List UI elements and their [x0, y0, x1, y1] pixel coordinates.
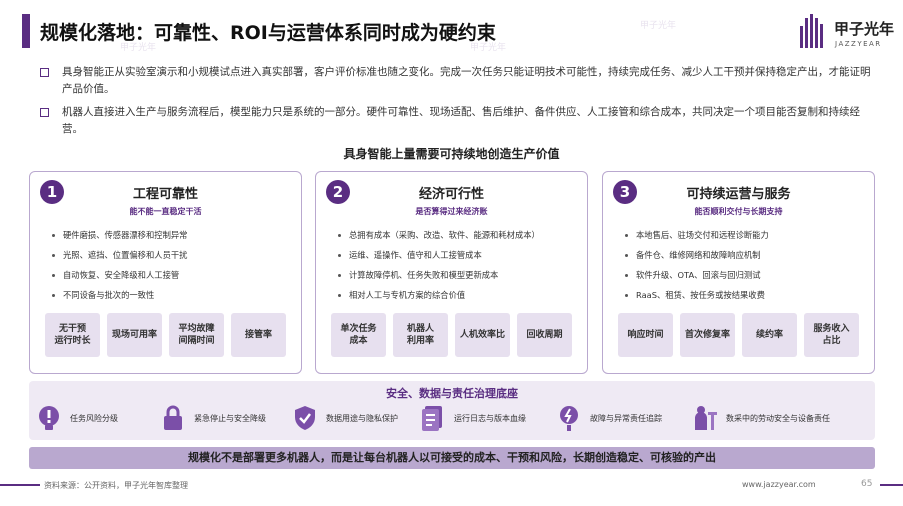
list-item: 总拥有成本（采购、改造、软件、能源和耗材成本）	[338, 230, 540, 241]
card-number-badge: 1	[40, 180, 64, 204]
fault-trace-icon	[560, 406, 578, 431]
card-item-list: 总拥有成本（采购、改造、软件、能源和耗材成本） 运维、遥操作、值守和人工接管成本…	[338, 230, 540, 310]
page-title: 规模化落地：可靠性、ROI与运营体系同时成为硬约束	[40, 22, 496, 44]
bullet-text: 具身智能正从实验室演示和小规模试点进入真实部署，客户评价标准也随之变化。完成一次…	[62, 66, 871, 95]
metric-tile: 接管率	[231, 313, 286, 357]
metric-tile: 续约率	[742, 313, 797, 357]
square-bullet-icon	[40, 108, 49, 117]
governance-label: 任务风险分级	[70, 414, 118, 423]
metric-tile: 服务收入占比	[804, 313, 859, 357]
brand-logo: 甲子光年 JAZZYEAR	[800, 12, 895, 56]
website-link[interactable]: www.jazzyear.com	[742, 480, 816, 489]
intro-bullets: 具身智能正从实验室演示和小规模试点进入真实部署，客户评价标准也随之变化。完成一次…	[40, 64, 880, 144]
metric-tile: 机器人利用率	[393, 313, 448, 357]
card-sustainable-operations: 3 可持续运营与服务 能否顺利交付与长期支持 本地售后、驻场交付和远程诊断能力 …	[602, 171, 875, 374]
list-item: 本地售后、驻场交付和远程诊断能力	[625, 230, 769, 241]
logo-name-en: JAZZYEAR	[835, 40, 882, 48]
conclusion-banner: 规模化不是部署更多机器人，而是让每台机器人以可接受的成本、干预和风险，长期创造稳…	[29, 447, 875, 469]
logo-name: 甲子光年	[834, 20, 895, 38]
metric-row: 响应时间 首次修复率 续约率 服务收入占比	[618, 313, 861, 357]
list-item: 不同设备与批次的一致性	[52, 290, 187, 301]
watermark: 甲子光年	[120, 43, 157, 53]
card-number-badge: 2	[326, 180, 350, 204]
shield-check-icon	[295, 406, 315, 430]
page-number: 65	[861, 479, 873, 489]
governance-label: 数据用途与隐私保护	[326, 414, 398, 423]
list-item: 相对人工与专机方案的综合价值	[338, 290, 540, 301]
metric-row: 无干预运行时长 现场可用率 平均故障间隔时间 接管率	[45, 313, 288, 357]
list-item: 备件仓、维修网络和故障响应机制	[625, 250, 769, 261]
metric-tile: 首次修复率	[680, 313, 735, 357]
governance-label: 运行日志与版本血缘	[454, 414, 526, 423]
governance-label: 故障与异常责任追踪	[590, 414, 662, 423]
watermark: 甲子光年	[470, 43, 507, 53]
card-economic-feasibility: 2 经济可行性 是否算得过来经济账 总拥有成本（采购、改造、软件、能源和耗材成本…	[315, 171, 588, 374]
card-subtitle: 是否算得过来经济账	[415, 207, 488, 216]
governance-title: 安全、数据与责任治理底座	[386, 387, 518, 400]
metric-tile: 回收周期	[517, 313, 572, 357]
metric-tile: 单次任务成本	[331, 313, 386, 357]
risk-bulb-icon	[39, 406, 59, 430]
card-item-list: 本地售后、驻场交付和远程诊断能力 备件仓、维修网络和故障响应机制 软件升级、OT…	[625, 230, 769, 310]
card-item-list: 硬件磨损、传感器漂移和控制异常 光照、遮挡、位置偏移和人员干扰 自动恢复、安全降…	[52, 230, 187, 310]
logo-bars-icon	[800, 14, 828, 48]
card-title: 可持续运营与服务	[686, 187, 791, 202]
list-item: 运维、遥操作、值守和人工接管成本	[338, 250, 540, 261]
card-subtitle: 能否顺利交付与长期支持	[694, 207, 783, 216]
section-subtitle: 具身智能上量需要可持续地创造生产价值	[343, 147, 560, 161]
bullet-text: 机器人直接进入生产与服务流程后，模型能力只是系统的一部分。硬件可靠性、现场适配、…	[62, 106, 860, 135]
metric-tile: 平均故障间隔时间	[169, 313, 224, 357]
list-item: 自动恢复、安全降级和人工接管	[52, 270, 187, 281]
card-number-badge: 3	[613, 180, 637, 204]
metric-tile: 无干预运行时长	[45, 313, 100, 357]
worker-safety-icon	[695, 406, 717, 430]
footer-divider	[0, 484, 903, 486]
metric-tile: 人机效率比	[455, 313, 510, 357]
governance-label: 紧急停止与安全降级	[194, 414, 266, 423]
card-title: 工程可靠性	[132, 187, 198, 202]
bullet-item: 具身智能正从实验室演示和小规模试点进入真实部署，客户评价标准也随之变化。完成一次…	[40, 64, 880, 98]
governance-panel: 安全、数据与责任治理底座 任务风险分级 紧急停止与安全降级 数据用途与隐私保护	[29, 381, 875, 440]
bullet-item: 机器人直接进入生产与服务流程后，模型能力只是系统的一部分。硬件可靠性、现场适配、…	[40, 104, 880, 138]
list-item: 软件升级、OTA、回滚与回归测试	[625, 270, 769, 281]
square-bullet-icon	[40, 68, 49, 77]
governance-label: 数采中的劳动安全与设备责任	[726, 414, 830, 423]
list-item: RaaS、租赁、按任务或按结果收费	[625, 290, 769, 301]
metric-row: 单次任务成本 机器人利用率 人机效率比 回收周期	[331, 313, 574, 357]
emergency-stop-icon	[164, 405, 182, 430]
metric-tile: 响应时间	[618, 313, 673, 357]
list-item: 光照、遮挡、位置偏移和人员干扰	[52, 250, 187, 261]
metric-tile: 现场可用率	[107, 313, 162, 357]
log-document-icon	[422, 406, 442, 431]
source-note: 资料来源：公开资料，甲子光年智库整理	[44, 481, 188, 490]
card-subtitle: 能不能一直稳定干活	[129, 207, 202, 216]
list-item: 计算故障停机、任务失败和模型更新成本	[338, 270, 540, 281]
card-engineering-reliability: 1 工程可靠性 能不能一直稳定干活 硬件磨损、传感器漂移和控制异常 光照、遮挡、…	[29, 171, 302, 374]
watermark: 甲子光年	[640, 21, 677, 31]
list-item: 硬件磨损、传感器漂移和控制异常	[52, 230, 187, 241]
card-title: 经济可行性	[418, 187, 484, 202]
title-accent-bar	[22, 14, 30, 48]
